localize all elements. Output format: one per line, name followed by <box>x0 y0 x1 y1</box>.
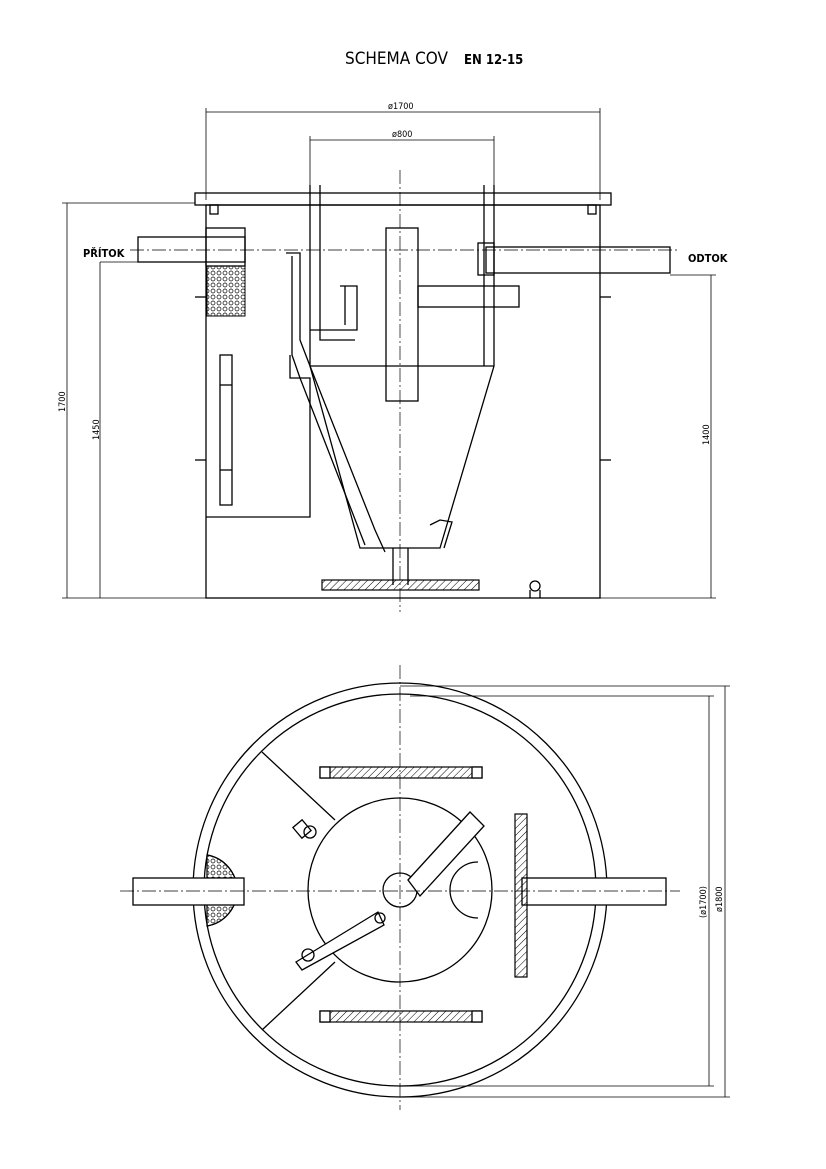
inlet-pipe <box>137 236 246 263</box>
dim-outer-diameter: ø1700 <box>388 102 414 112</box>
inlet-filter <box>206 265 246 317</box>
dim-top-inner-diameter: (ø1700) <box>699 886 709 918</box>
dim-outlet-height: 1400 <box>702 424 712 445</box>
outlet-pipe <box>485 246 671 274</box>
dim-top-outer-diameter: ø1800 <box>715 886 725 912</box>
top-view: (ø1700) ø1800 <box>120 665 730 1110</box>
dim-inlet-height: 1450 <box>92 419 102 440</box>
diffuser-top-3 <box>514 813 528 978</box>
outlet-pipe-top <box>521 877 667 906</box>
drawing-title: SCHEMA COV <box>345 49 448 69</box>
tank-lid <box>194 192 612 206</box>
outlet-label: ODTOK <box>688 252 728 265</box>
dim-total-height: 1700 <box>58 391 68 412</box>
tank-body <box>205 204 601 599</box>
inlet-pipe-top <box>132 877 245 906</box>
inlet-label: PŘÍTOK <box>83 247 125 260</box>
drawing-subtitle: EN 12-15 <box>464 53 523 68</box>
dim-inner-diameter: ø800 <box>392 130 412 140</box>
central-pipe <box>385 227 419 402</box>
side-view: ø1700 ø800 1700 1450 1400 PŘÍTOK ODTOK <box>58 102 728 612</box>
diffuser-top-2 <box>319 1010 483 1023</box>
diffuser <box>321 579 480 591</box>
diffuser-top-1 <box>319 766 483 779</box>
